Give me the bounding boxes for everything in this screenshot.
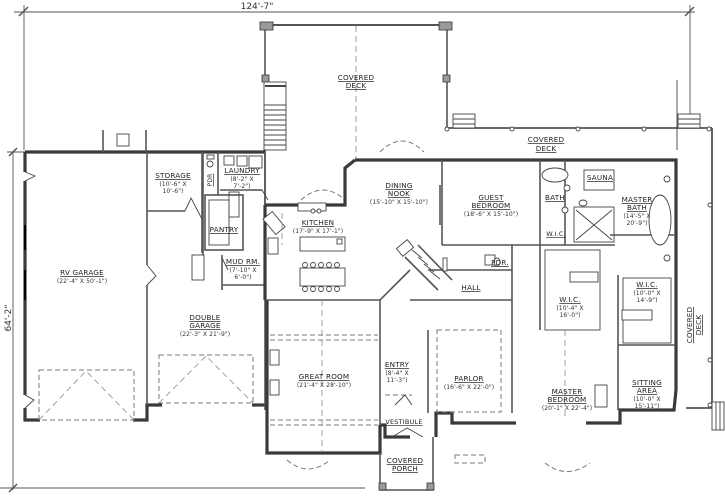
utility-walls xyxy=(191,152,269,290)
svg-text:20'-9"): 20'-9") xyxy=(626,220,647,227)
svg-text:(22'-3" X 21'-9"): (22'-3" X 21'-9") xyxy=(180,331,230,338)
label-mud-room: MUD RM. xyxy=(226,257,260,266)
svg-text:(10'-4" X: (10'-4" X xyxy=(556,305,583,312)
label-covered-porch: COVERED xyxy=(387,456,424,465)
svg-text:PORCH: PORCH xyxy=(392,464,418,473)
svg-text:14'-9"): 14'-9") xyxy=(636,297,657,304)
dimension-lines xyxy=(7,5,695,493)
svg-text:16'-0"): 16'-0") xyxy=(559,312,580,319)
label-pantry: PANTRY xyxy=(210,225,239,234)
svg-text:(17'-9" X 17'-1"): (17'-9" X 17'-1") xyxy=(293,228,343,235)
overall-width-dimension: 124'-7" xyxy=(241,2,274,12)
room-labels: COVERED DECK COVERED DECK COVERED DECK R… xyxy=(57,73,703,473)
label-kitchen: KITCHEN xyxy=(302,218,335,227)
svg-text:GARAGE: GARAGE xyxy=(189,321,221,330)
svg-text:7'-2"): 7'-2") xyxy=(233,183,250,190)
label-parlor: PARLOR xyxy=(454,374,483,383)
label-dining-nook: DINING xyxy=(385,181,412,190)
svg-text:(15'-10" X 15'-10"): (15'-10" X 15'-10") xyxy=(370,199,428,206)
label-sitting-area: SITTING xyxy=(632,378,662,387)
label-covered-deck-rear: COVERED xyxy=(338,73,375,82)
overall-depth-dimension: 64'-2" xyxy=(4,304,14,331)
svg-text:(8'-2" X: (8'-2" X xyxy=(230,176,253,183)
label-sauna: SAUNA xyxy=(587,173,613,182)
svg-text:6'-0"): 6'-0") xyxy=(234,274,251,281)
svg-text:(14'-5" X: (14'-5" X xyxy=(623,213,650,220)
label-wic-center: W.I.C. xyxy=(559,295,580,304)
svg-text:COVERED: COVERED xyxy=(685,306,694,343)
svg-text:NOOK: NOOK xyxy=(388,189,410,198)
label-master-bedroom: MASTER xyxy=(552,387,583,396)
svg-text:(7'-10" X: (7'-10" X xyxy=(229,267,256,274)
svg-text:15'-11"): 15'-11") xyxy=(635,403,660,410)
label-covered-deck-side: COVERED DECK xyxy=(685,306,703,343)
label-double-garage: DOUBLE xyxy=(189,313,220,322)
svg-text:BEDROOM: BEDROOM xyxy=(472,201,511,210)
label-great-room: GREAT ROOM xyxy=(299,372,350,381)
rear-covered-deck xyxy=(259,21,453,205)
label-pdr-left: PDR xyxy=(207,173,214,186)
svg-text:(21'-4" X 28'-10"): (21'-4" X 28'-10") xyxy=(297,382,351,389)
label-rv-garage: RV GARAGE xyxy=(60,268,104,277)
label-bath: BATH xyxy=(545,193,565,202)
label-vestibule: VESTIBULE xyxy=(385,418,422,426)
right-covered-deck xyxy=(444,80,725,431)
label-covered-deck-top-right: COVERED xyxy=(528,135,565,144)
svg-text:(20'-1" X 22'-4"): (20'-1" X 22'-4") xyxy=(542,405,592,412)
label-guest-bedroom: GUEST xyxy=(478,193,504,202)
label-pdr-hall: PDR. xyxy=(491,258,509,267)
porch xyxy=(0,394,435,491)
svg-text:DECK: DECK xyxy=(694,315,703,336)
svg-text:(8'-4" X: (8'-4" X xyxy=(385,370,408,377)
ceiling-lines xyxy=(269,300,591,472)
svg-text:(10'-6" X: (10'-6" X xyxy=(159,181,186,188)
label-wic-guest: W.I.C. xyxy=(546,230,566,238)
kitchen-details xyxy=(262,185,453,301)
svg-text:11'-3"): 11'-3") xyxy=(386,377,407,384)
label-laundry: LAUNDRY xyxy=(224,166,260,175)
label-hall: HALL xyxy=(461,283,480,292)
svg-text:DECK: DECK xyxy=(346,81,367,90)
svg-text:(10'-0" X: (10'-0" X xyxy=(633,396,660,403)
svg-text:(10'-0" X: (10'-0" X xyxy=(633,290,660,297)
svg-text:(18'-6" X 15'-10"): (18'-6" X 15'-10") xyxy=(464,211,518,218)
label-master-bath: MASTER xyxy=(622,195,653,204)
svg-text:DECK: DECK xyxy=(536,144,557,153)
label-entry: ENTRY xyxy=(385,360,410,369)
svg-text:10'-6"): 10'-6") xyxy=(162,188,183,195)
label-wic-right: W.I.C. xyxy=(636,280,657,289)
label-storage: STORAGE xyxy=(155,171,191,180)
svg-text:BEDROOM: BEDROOM xyxy=(548,395,587,404)
bath-details xyxy=(484,167,672,408)
svg-text:(22'-4" X 50'-1"): (22'-4" X 50'-1") xyxy=(57,278,107,285)
house-walls xyxy=(263,158,678,455)
svg-text:BATH: BATH xyxy=(627,203,647,212)
svg-text:(16'-6" X 22'-0"): (16'-6" X 22'-0") xyxy=(444,384,494,391)
svg-text:AREA: AREA xyxy=(637,386,657,395)
